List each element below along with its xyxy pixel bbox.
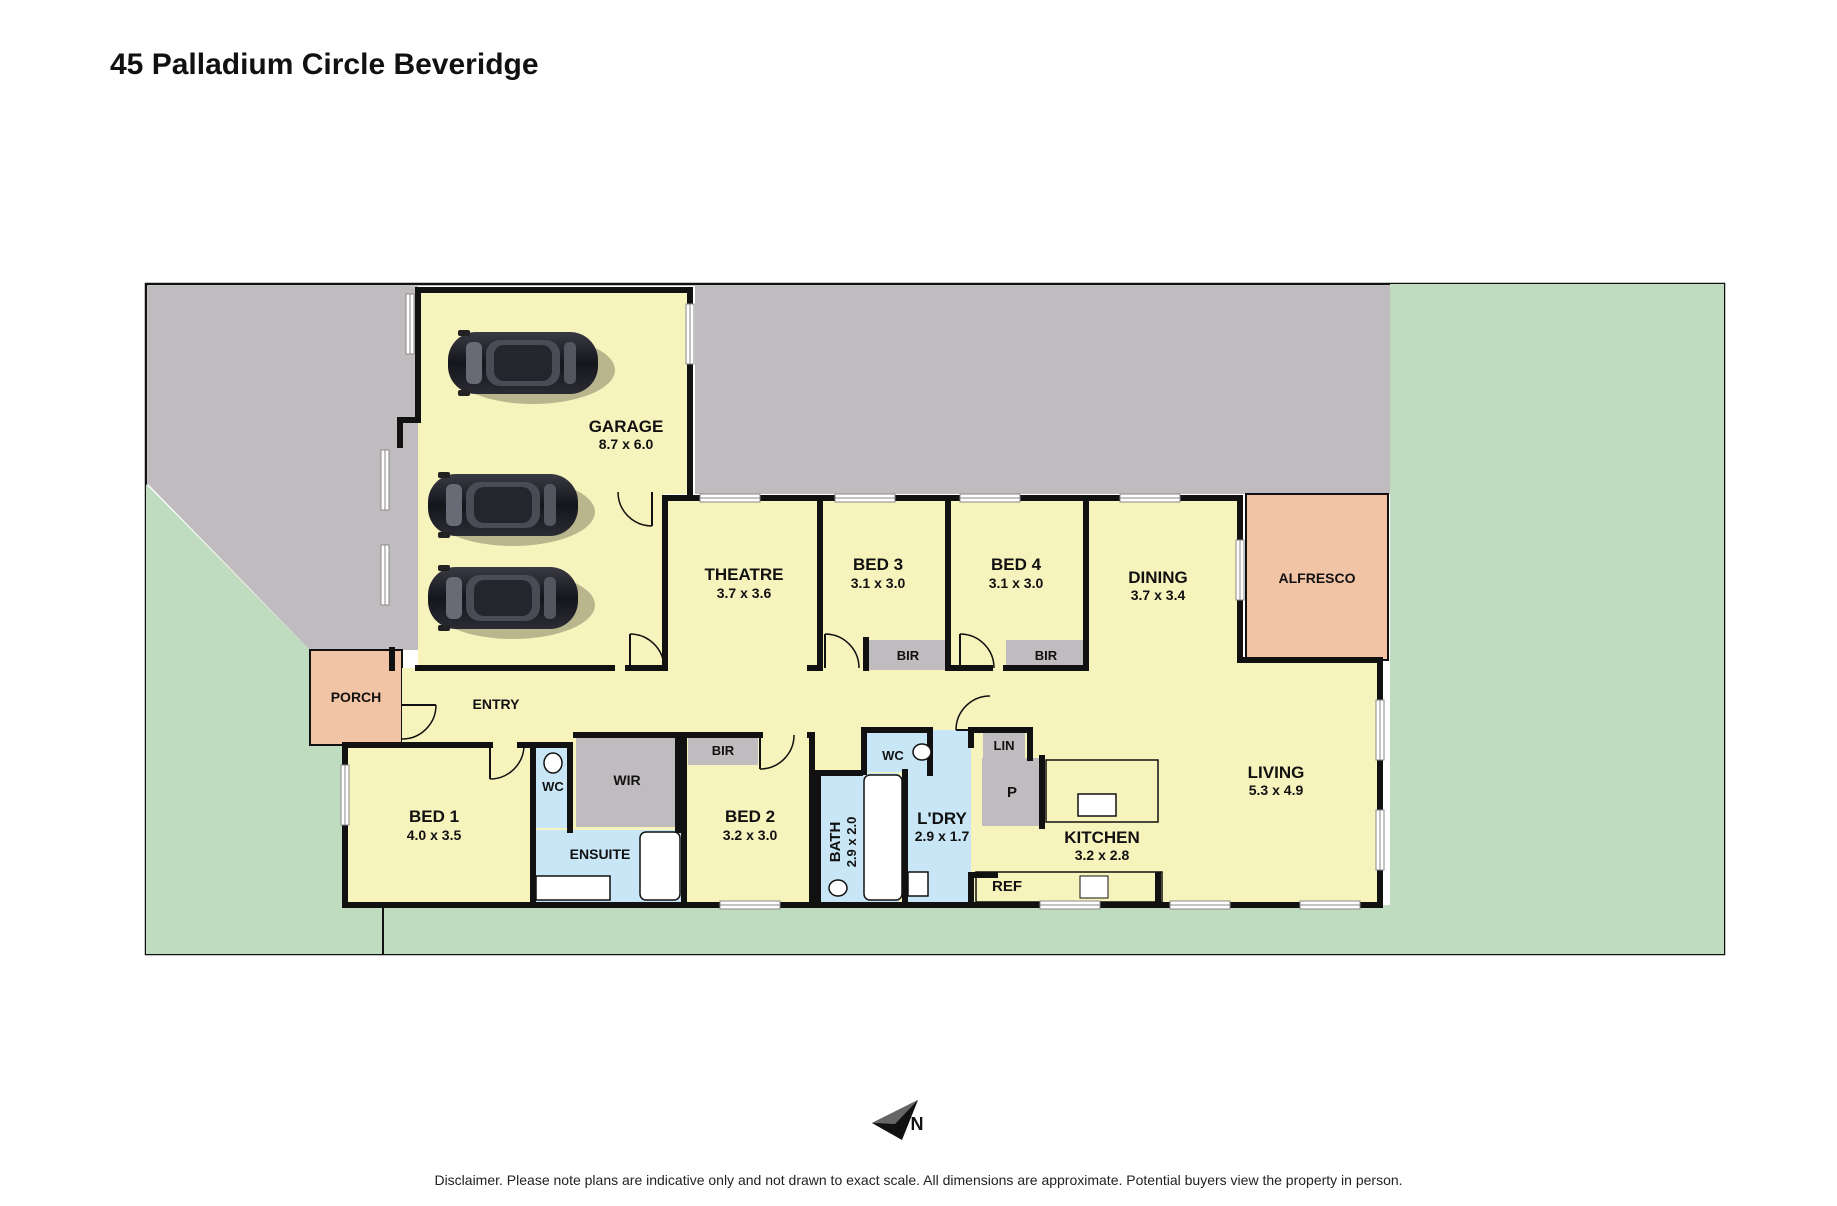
- ref-label: REF: [992, 878, 1022, 895]
- bir-bed2-label: BIR: [712, 743, 735, 758]
- alfresco: [1245, 493, 1389, 661]
- living-label: LIVING: [1248, 763, 1305, 782]
- bathtub-ensuite: [639, 831, 681, 901]
- bed4-dims: 3.1 x 3.0: [989, 575, 1044, 591]
- cooktop: [1079, 875, 1109, 899]
- lin-area: [983, 730, 1025, 760]
- wc-main-label: WC: [882, 748, 904, 763]
- ensuite-label: ENSUITE: [570, 846, 631, 862]
- garage-dims: 8.7 x 6.0: [599, 436, 654, 452]
- car-icon: [428, 472, 595, 546]
- bathtub-main: [863, 774, 903, 901]
- bed1-dims: 4.0 x 3.5: [407, 827, 462, 843]
- bed2-dims: 3.2 x 3.0: [723, 827, 778, 843]
- laundry-label: L'DRY: [917, 809, 967, 828]
- porch: [309, 649, 403, 746]
- dining-dims: 3.7 x 3.4: [1131, 587, 1186, 603]
- compass-north-label: N: [911, 1114, 924, 1134]
- neighbour-area-left: [148, 286, 418, 650]
- property-address-title: 45 Palladium Circle Beveridge: [110, 48, 539, 81]
- theatre-label: THEATRE: [704, 565, 783, 584]
- bed3-label: BED 3: [853, 555, 903, 574]
- kitchen-dims: 3.2 x 2.8: [1075, 847, 1130, 863]
- disclaimer-text: Disclaimer. Please note plans are indica…: [434, 1172, 1403, 1188]
- entry-label: ENTRY: [473, 696, 521, 712]
- garage-label: GARAGE: [589, 417, 664, 436]
- bir-bed3-area: [868, 640, 948, 670]
- kitchen-island: [1045, 759, 1159, 823]
- bir-bed4-label: BIR: [1035, 648, 1058, 663]
- wir-area: [576, 735, 678, 827]
- toilet-main: [912, 743, 932, 761]
- toilet-ensuite: [543, 752, 563, 774]
- wir-label: WIR: [613, 772, 640, 788]
- living-dims: 5.3 x 4.9: [1249, 782, 1304, 798]
- car-icon: [428, 565, 595, 639]
- bed1-label: BED 1: [409, 807, 459, 826]
- grass-area: [146, 284, 1724, 954]
- kitchen-sink: [1077, 793, 1117, 817]
- bed4-label: BED 4: [991, 555, 1042, 574]
- neighbour-area-top: [695, 286, 1390, 494]
- wc-ensuite-label: WC: [542, 779, 564, 794]
- bath-label: BATH: [827, 822, 844, 863]
- compass-icon: [872, 1100, 918, 1140]
- bath-dims: 2.9 x 2.0: [844, 817, 859, 868]
- bir-bed2-area: [688, 735, 758, 765]
- car-icon: [448, 330, 615, 404]
- pantry-label: P: [1007, 784, 1017, 801]
- lin-label: LIN: [994, 738, 1015, 753]
- alfresco-label: ALFRESCO: [1279, 570, 1356, 586]
- basin-bath: [828, 879, 848, 897]
- porch-label: PORCH: [331, 689, 382, 705]
- bed3-dims: 3.1 x 3.0: [851, 575, 906, 591]
- bed2-label: BED 2: [725, 807, 775, 826]
- bir-bed3-label: BIR: [897, 648, 920, 663]
- vanity-ensuite: [535, 875, 611, 901]
- laundry-trough: [907, 871, 929, 897]
- theatre-dims: 3.7 x 3.6: [717, 585, 772, 601]
- kitchen-label: KITCHEN: [1064, 828, 1140, 847]
- laundry-dims: 2.9 x 1.7: [915, 828, 970, 844]
- dining-label: DINING: [1128, 568, 1188, 587]
- pantry-area: [982, 758, 1042, 826]
